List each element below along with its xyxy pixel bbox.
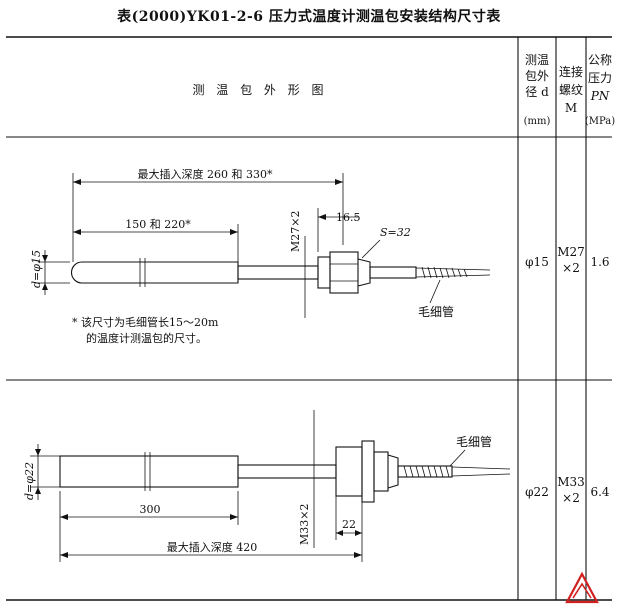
dim-max-depth-2: 最大插入深度 420 — [167, 540, 258, 554]
svg-text:螺纹: 螺纹 — [559, 83, 583, 97]
svg-text:压力: 压力 — [588, 71, 612, 85]
thread-label-2: M33×2 — [298, 504, 311, 545]
table-grid — [6, 36, 612, 601]
svg-text:测温: 测温 — [525, 53, 549, 67]
page-title: 表(2000)YK01-2-6 压力式温度计测温包安装结构尺寸表 — [117, 9, 501, 25]
row2-m-value-l1: M33 — [557, 475, 585, 489]
capillary-label-1: 毛细管 — [418, 304, 454, 319]
header-col-pn: 公称 压力 PN (MPa) — [585, 53, 615, 127]
dim-22: 22 — [342, 518, 356, 531]
dim-length-2: 300 — [140, 503, 161, 516]
row1-pn-value: 1.6 — [590, 255, 609, 269]
thread-label-1: M27×2 — [289, 211, 302, 252]
row2-m-value-l2: ×2 — [562, 491, 580, 505]
header-col-d: 测温 包外 径 d (mm) — [524, 53, 551, 127]
drawing-probe-15: 最大插入深度 260 和 330* 150 和 220* 16.5 M27×2 … — [30, 167, 491, 345]
svg-text:(MPa): (MPa) — [585, 116, 615, 127]
svg-text:PN: PN — [590, 89, 610, 103]
row2-d-value: φ22 — [525, 485, 549, 499]
row2-pn-value: 6.4 — [590, 485, 609, 499]
svg-text:M: M — [565, 101, 577, 115]
row1-m-value-l1: M27 — [557, 245, 585, 259]
dia-label-2: d=φ22 — [23, 462, 36, 500]
note-line-2: 的温度计测温包的尺寸。 — [86, 331, 207, 345]
dim-length-1: 150 和 220* — [125, 218, 191, 231]
svg-text:(mm): (mm) — [524, 116, 551, 127]
header-col-m: 连接 螺纹 M — [559, 64, 583, 115]
svg-text:径 d: 径 d — [525, 85, 549, 99]
header-figure: 测 温 包 外 形 图 — [192, 83, 327, 97]
svg-text:公称: 公称 — [588, 53, 612, 67]
publisher-logo — [565, 571, 599, 604]
capillary-label-2: 毛细管 — [456, 434, 492, 449]
svg-text:包外: 包外 — [525, 69, 549, 83]
drawing-probe-22: 毛细管 d=φ22 300 M33×2 — [23, 410, 511, 562]
note-line-1: * 该尺寸为毛细管长15～20m — [72, 315, 219, 329]
dim-16-5: 16.5 — [336, 211, 361, 224]
svg-text:连接: 连接 — [559, 64, 583, 79]
row1-d-value: φ15 — [525, 255, 549, 269]
dim-max-depth-1: 最大插入深度 260 和 330* — [138, 167, 273, 181]
row1-m-value-l2: ×2 — [562, 261, 580, 275]
dia-label-1: d=φ15 — [30, 250, 43, 288]
wrench-size-label: S=32 — [380, 226, 411, 239]
